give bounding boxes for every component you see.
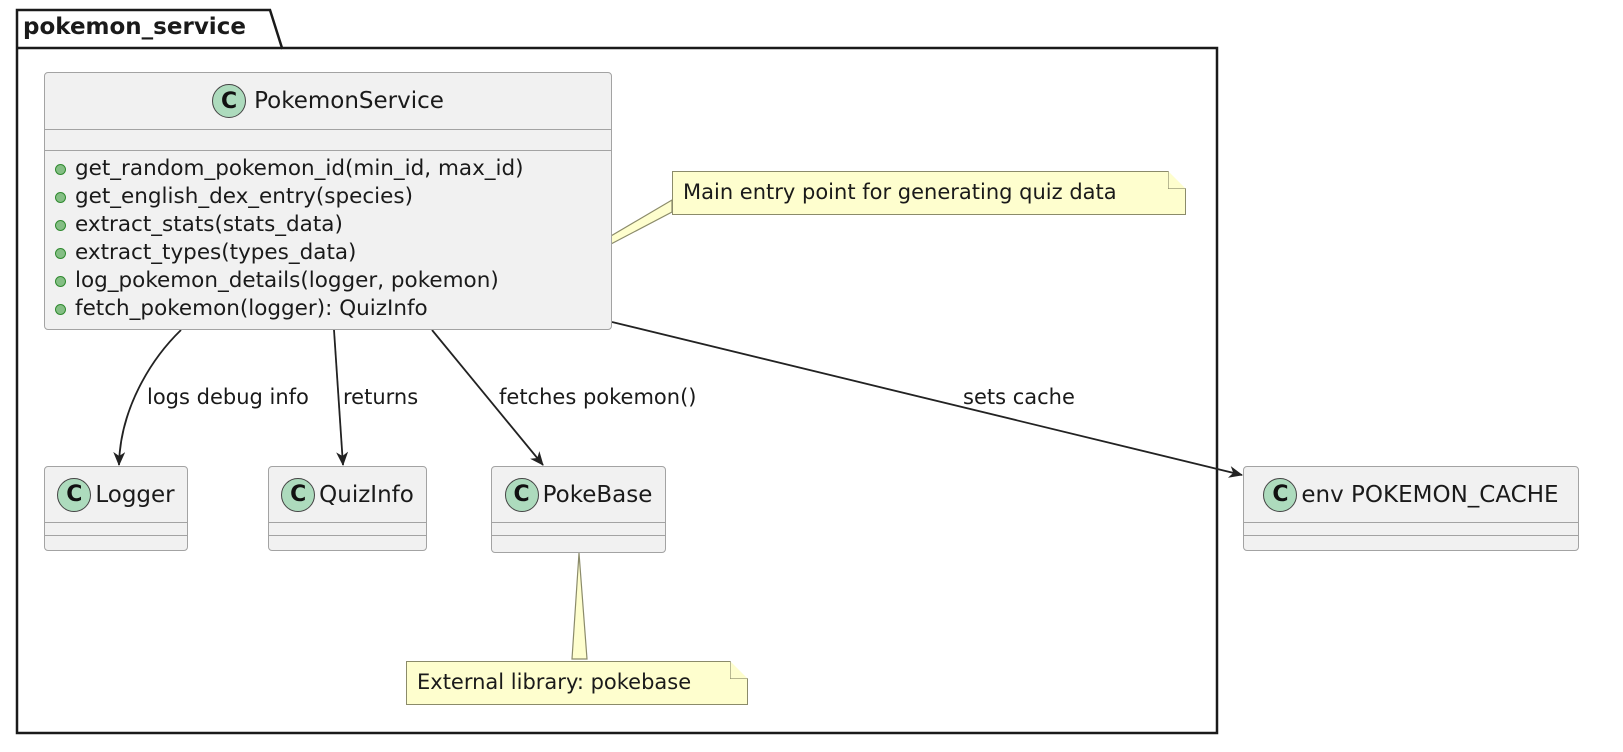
edge-sets-cache	[611, 321, 1243, 478]
fields-divider	[1244, 522, 1578, 523]
method-signature: fetch_pokemon(logger): QuizInfo	[75, 296, 428, 321]
edge-label-logs-debug-info: logs debug info	[147, 385, 309, 409]
class-name: PokemonService	[254, 88, 444, 114]
class-name: QuizInfo	[319, 481, 414, 508]
public-method-icon	[55, 163, 66, 175]
class-header: C PokeBase	[492, 467, 665, 522]
public-method-icon	[55, 247, 66, 259]
methods-divider	[269, 535, 426, 536]
class-poke-base[interactable]: C PokeBase	[491, 466, 666, 553]
public-method-icon	[55, 191, 66, 203]
class-name: env POKEMON_CACHE	[1301, 481, 1559, 508]
method-row: get_english_dex_entry(species)	[55, 183, 601, 211]
class-name: Logger	[95, 481, 175, 508]
note-text: Main entry point for generating quiz dat…	[683, 180, 1117, 204]
public-method-icon	[55, 303, 66, 315]
fields-divider	[492, 522, 665, 523]
package-name: pokemon_service	[23, 14, 246, 40]
class-logger[interactable]: C Logger	[44, 466, 188, 551]
fields-divider	[45, 522, 187, 523]
note-external-library[interactable]: External library: pokebase	[406, 661, 748, 705]
edge-fetches-pokemon	[431, 329, 544, 466]
method-signature: log_pokemon_details(logger, pokemon)	[75, 268, 499, 293]
class-name: PokeBase	[542, 481, 653, 508]
fields-section	[492, 523, 665, 535]
fields-divider	[45, 129, 611, 130]
public-method-icon	[55, 275, 66, 287]
methods-list: get_random_pokemon_id(min_id, max_id) ge…	[45, 151, 611, 323]
fields-section	[269, 523, 426, 535]
fields-section	[45, 130, 611, 150]
method-row: extract_stats(stats_data)	[55, 211, 601, 239]
method-signature: extract_types(types_data)	[75, 240, 357, 265]
class-icon: C	[212, 84, 247, 118]
class-icon: C	[57, 477, 92, 512]
methods-divider	[45, 150, 611, 151]
fields-divider	[269, 522, 426, 523]
methods-divider	[1244, 535, 1578, 536]
note-connector-external-lib	[571, 552, 588, 660]
note-main-entry[interactable]: Main entry point for generating quiz dat…	[672, 171, 1186, 215]
class-header: C PokemonService	[45, 73, 611, 129]
method-row: fetch_pokemon(logger): QuizInfo	[55, 295, 601, 323]
edge-label-fetches-pokemon: fetches pokemon()	[499, 385, 697, 409]
class-icon: C	[1263, 477, 1298, 512]
class-icon: C	[504, 477, 539, 512]
note-fold-icon	[730, 661, 748, 679]
edge-label-returns: returns	[343, 385, 419, 409]
fields-section	[1244, 523, 1578, 535]
package-frame	[15, 8, 1219, 735]
edge-returns	[333, 329, 349, 466]
class-header: C env POKEMON_CACHE	[1244, 467, 1578, 522]
method-row: extract_types(types_data)	[55, 239, 601, 267]
class-quiz-info[interactable]: C QuizInfo	[268, 466, 427, 551]
method-row: get_random_pokemon_id(min_id, max_id)	[55, 155, 601, 183]
public-method-icon	[55, 219, 66, 231]
fields-section	[45, 523, 187, 535]
note-text: External library: pokebase	[417, 670, 692, 694]
class-env-pokemon-cache[interactable]: C env POKEMON_CACHE	[1243, 466, 1579, 551]
note-fold-icon	[1168, 171, 1186, 189]
method-signature: get_random_pokemon_id(min_id, max_id)	[75, 156, 524, 181]
methods-divider	[492, 535, 665, 536]
edge-logs-debug-info	[113, 329, 182, 466]
edge-label-sets-cache: sets cache	[963, 385, 1075, 409]
class-pokemon-service[interactable]: C PokemonService get_random_pokemon_id(m…	[44, 72, 612, 330]
method-signature: extract_stats(stats_data)	[75, 212, 343, 237]
class-icon: C	[281, 477, 316, 512]
method-row: log_pokemon_details(logger, pokemon)	[55, 267, 601, 295]
method-signature: get_english_dex_entry(species)	[75, 184, 413, 209]
class-header: C Logger	[45, 467, 187, 522]
methods-divider	[45, 535, 187, 536]
class-header: C QuizInfo	[269, 467, 426, 522]
